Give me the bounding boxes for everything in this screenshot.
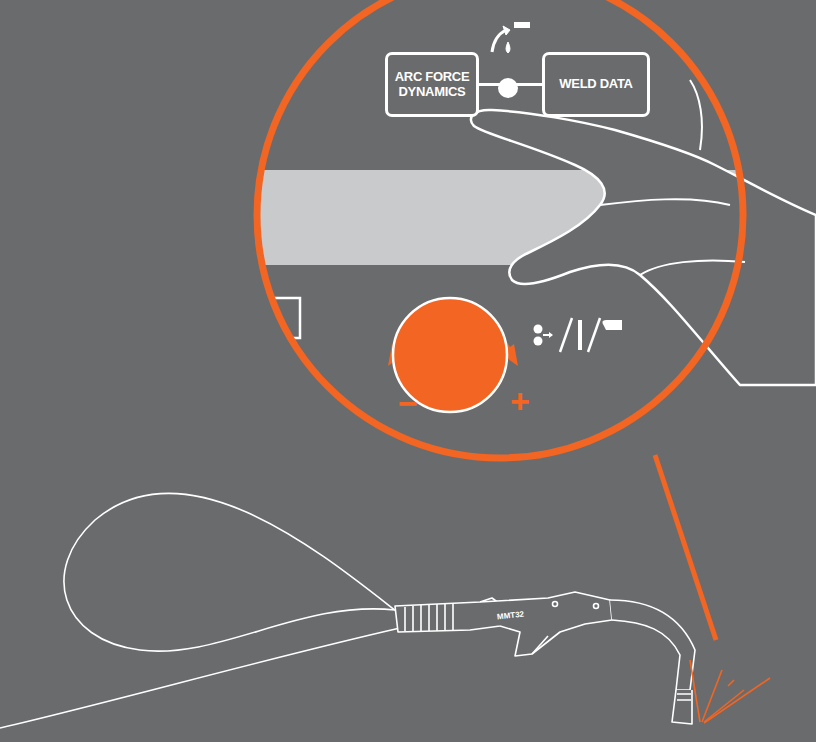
cable: [64, 493, 405, 651]
button-label: ARC FORCE DYNAMICS: [388, 70, 476, 99]
hand: [471, 110, 816, 385]
panel-button: ARC FORCE DYNAMICS: [385, 52, 479, 117]
nozzle-ring: [677, 694, 691, 700]
knob-sign: +: [510, 384, 530, 418]
nozzle: [672, 690, 692, 724]
handle-body: [480, 592, 612, 656]
mode-dot: [498, 78, 518, 98]
process-icon: [492, 22, 530, 98]
gooseneck: [610, 600, 695, 690]
mig-gun: [0, 493, 695, 728]
sparks: [690, 660, 770, 723]
connector-line: [479, 83, 542, 86]
model-label: MMT32: [497, 611, 525, 622]
parameter-icons: [534, 318, 623, 352]
panel-button: WELD DATA: [542, 52, 650, 117]
cable-lead: [0, 628, 400, 728]
button-label: WELD DATA: [559, 77, 632, 91]
trigger: [532, 636, 548, 654]
zoom-ring: [257, 0, 743, 458]
knob-sign: −: [398, 386, 418, 420]
grip-rings: [405, 603, 453, 631]
